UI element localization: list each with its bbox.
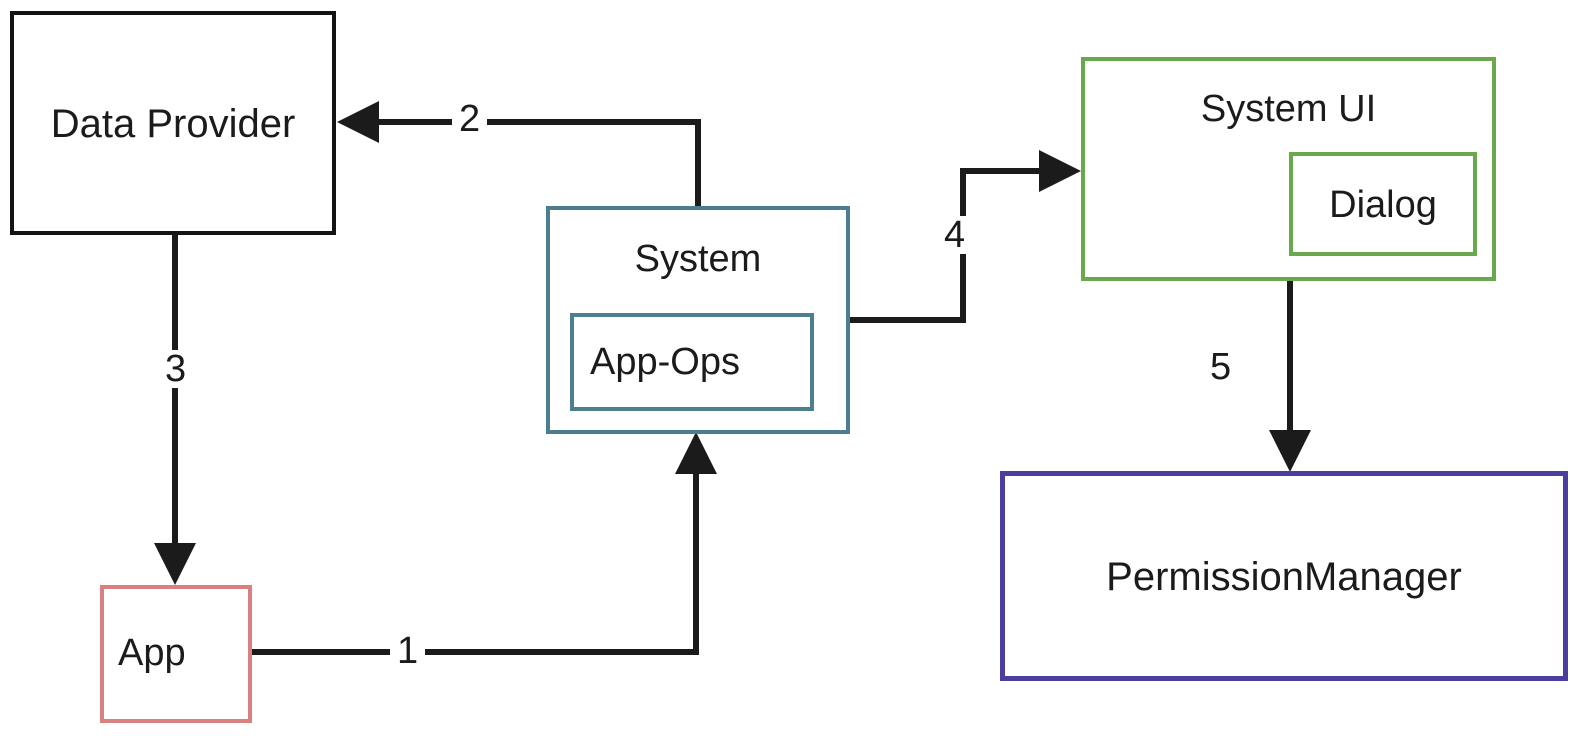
node-data-provider[interactable] [10,11,336,235]
node-label-app: App [118,632,186,674]
edge-label-3: 3 [158,350,194,388]
edge-label-2: 2 [452,100,488,138]
edge-label-5: 5 [1203,348,1239,386]
edge-2-path [337,101,701,208]
edge-1-path [252,432,717,655]
node-label-data-provider: Data Provider [50,102,296,146]
node-app[interactable] [100,585,252,723]
edge-label-1: 1 [390,632,426,670]
node-permission-manager[interactable] [1000,471,1568,681]
edge-label-4: 4 [937,216,973,254]
node-dialog[interactable] [1289,152,1477,256]
node-app-ops[interactable] [570,313,814,411]
node-label-app-ops: App-Ops [590,341,740,383]
node-label-system: System [634,238,762,280]
node-label-permission-manager: PermissionManager [1106,555,1462,599]
node-label-dialog: Dialog [1329,184,1437,226]
node-label-system-ui: System UI [1200,88,1377,130]
